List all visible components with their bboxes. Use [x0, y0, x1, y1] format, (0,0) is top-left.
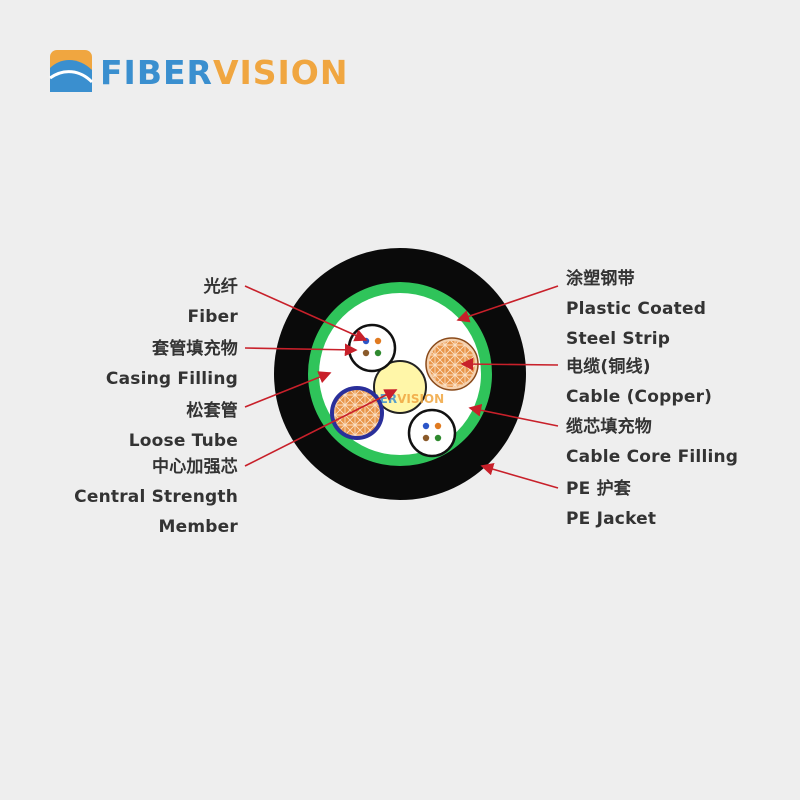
- label-loose-tube-cn: 松套管: [186, 400, 238, 421]
- leader-line-core-filling: [468, 403, 559, 427]
- label-central-strength-en-1: Central Strength: [74, 487, 238, 507]
- cable-cross-section: FIBERVISION: [274, 248, 526, 500]
- fiber-dot: [362, 349, 370, 357]
- leader-line-casing-filling: [244, 343, 358, 357]
- fiber-dot: [422, 422, 430, 430]
- label-casing-filling-cn: 套管填充物: [151, 338, 238, 359]
- loose-tube-top-left: [347, 323, 397, 373]
- fiber-dot: [434, 422, 442, 430]
- copper-cable-bottom-left: [330, 386, 384, 440]
- label-loose-tube-en: Loose Tube: [129, 431, 238, 451]
- label-jacket-cn: PE 护套: [566, 478, 632, 499]
- fiber-dot: [434, 434, 442, 442]
- label-steel-strip-en-1: Plastic Coated: [566, 299, 706, 319]
- left-labels: 光纤 Fiber 套管填充物 Casing Filling 松套管 Loose …: [74, 276, 238, 537]
- leader-line-steel-strip: [456, 285, 559, 323]
- right-labels: 涂塑钢带 Plastic Coated Steel Strip 电缆(铜线) C…: [566, 268, 738, 529]
- label-fiber-cn: 光纤: [203, 276, 238, 297]
- label-central-strength-en-2: Member: [159, 517, 239, 537]
- copper-cable-top-right: [425, 337, 479, 391]
- fiber-dot: [374, 349, 382, 357]
- leader-lines: [244, 285, 559, 489]
- label-copper-en: Cable (Copper): [566, 387, 712, 407]
- label-copper-cn: 电缆(铜线): [566, 356, 651, 377]
- leader-line-copper: [460, 357, 559, 371]
- brand-name: FIBERVISION: [100, 53, 348, 92]
- label-central-strength-cn: 中心加强芯: [152, 456, 238, 477]
- loose-tube-bottom-right: [407, 408, 457, 458]
- fiber-dot: [422, 434, 430, 442]
- label-steel-strip-en-2: Steel Strip: [566, 329, 670, 349]
- leader-line-central-strength: [244, 389, 398, 467]
- label-casing-filling-en: Casing Filling: [106, 369, 238, 389]
- leader-line-loose-tube: [244, 371, 332, 408]
- label-jacket-en: PE Jacket: [566, 509, 656, 529]
- fiber-dot: [374, 337, 382, 345]
- label-core-filling-cn: 缆芯填充物: [566, 416, 652, 437]
- label-steel-strip-cn: 涂塑钢带: [566, 268, 635, 289]
- leader-line-fiber: [244, 285, 368, 342]
- logo-icon: [49, 50, 94, 92]
- label-core-filling-en: Cable Core Filling: [566, 447, 738, 467]
- leader-line-jacket: [480, 462, 559, 489]
- brand-logo: FIBERVISION: [49, 50, 348, 92]
- label-fiber-en: Fiber: [187, 307, 238, 327]
